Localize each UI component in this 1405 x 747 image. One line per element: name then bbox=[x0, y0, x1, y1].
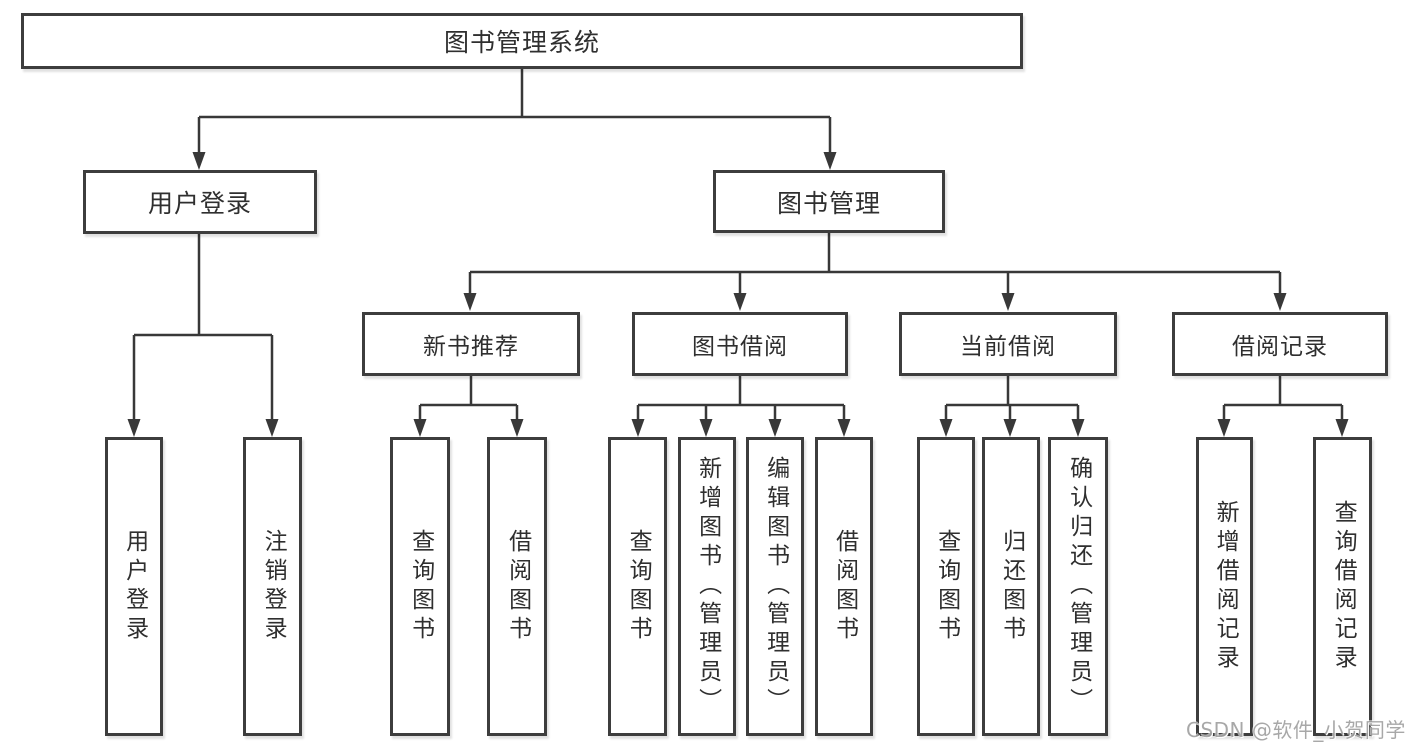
leaf-user-login-label: 用户登录 bbox=[121, 528, 148, 645]
node-book-borrowing: 图书借阅 bbox=[632, 312, 848, 376]
node-user-login: 用户登录 bbox=[83, 170, 317, 234]
leaf-edit-book-admin-label: 编辑图书（管理员） bbox=[762, 456, 789, 717]
node-new-book-recommend-label: 新书推荐 bbox=[423, 334, 519, 360]
leaf-borrow-book-label: 借阅图书 bbox=[831, 528, 858, 645]
node-borrowing-records-label: 借阅记录 bbox=[1232, 334, 1328, 360]
csdn-watermark: CSDN @软件_小贺同学 bbox=[1186, 718, 1405, 742]
leaf-return-book-label: 归还图书 bbox=[998, 528, 1025, 645]
leaf-confirm-return-admin-label: 确认归还（管理员） bbox=[1065, 456, 1092, 717]
arrowheads bbox=[127, 152, 1349, 437]
node-book-management-label: 图书管理 bbox=[776, 188, 881, 218]
leaf-query-book-recommend-label: 查询图书 bbox=[407, 528, 434, 645]
leaf-query-book-recommend: 查询图书 bbox=[390, 437, 450, 736]
leaf-query-book-current: 查询图书 bbox=[917, 437, 975, 736]
leaf-borrow-book-recommend: 借阅图书 bbox=[487, 437, 547, 736]
leaf-borrow-book-recommend-label: 借阅图书 bbox=[504, 528, 531, 645]
leaf-logout: 注销登录 bbox=[243, 437, 302, 736]
leaf-user-login: 用户登录 bbox=[105, 437, 163, 736]
node-borrowing-records: 借阅记录 bbox=[1172, 312, 1388, 376]
node-current-borrowing-label: 当前借阅 bbox=[960, 334, 1056, 360]
node-user-login-label: 用户登录 bbox=[147, 189, 252, 218]
leaf-query-book-borrow-label: 查询图书 bbox=[625, 528, 652, 645]
leaf-logout-label: 注销登录 bbox=[260, 528, 287, 645]
leaf-confirm-return-admin: 确认归还（管理员） bbox=[1048, 437, 1108, 736]
node-book-management: 图书管理 bbox=[713, 170, 945, 233]
node-book-borrowing-label: 图书借阅 bbox=[692, 334, 788, 360]
leaf-add-borrow-record-label: 新增借阅记录 bbox=[1212, 499, 1239, 674]
leaf-edit-book-admin: 编辑图书（管理员） bbox=[746, 437, 804, 736]
leaf-query-book-current-label: 查询图书 bbox=[933, 528, 960, 645]
leaf-query-book-borrow: 查询图书 bbox=[608, 437, 667, 736]
node-root: 图书管理系统 bbox=[21, 13, 1023, 69]
leaf-query-borrow-record-label: 查询借阅记录 bbox=[1330, 499, 1357, 674]
leaf-return-book: 归还图书 bbox=[982, 437, 1040, 736]
leaf-add-book-admin: 新增图书（管理员） bbox=[678, 437, 736, 736]
leaf-query-borrow-record: 查询借阅记录 bbox=[1313, 437, 1372, 736]
node-root-label: 图书管理系统 bbox=[443, 28, 600, 57]
node-new-book-recommend: 新书推荐 bbox=[362, 312, 580, 376]
leaf-add-book-admin-label: 新增图书（管理员） bbox=[694, 456, 721, 717]
leaf-add-borrow-record: 新增借阅记录 bbox=[1196, 437, 1253, 736]
node-current-borrowing: 当前借阅 bbox=[899, 312, 1117, 376]
leaf-borrow-book: 借阅图书 bbox=[815, 437, 873, 736]
